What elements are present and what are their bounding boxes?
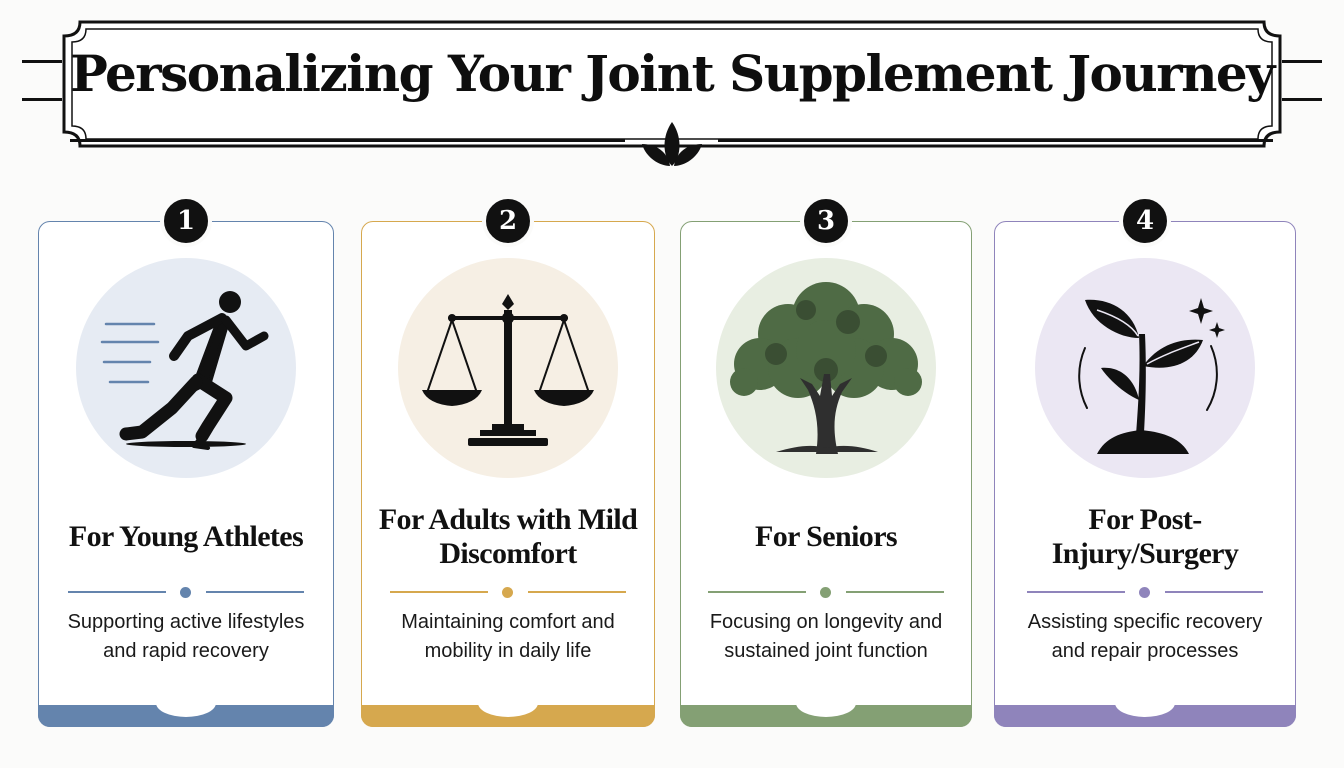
- left-rule-bottom: [22, 98, 62, 101]
- sprouting-plant-icon: [1078, 298, 1225, 454]
- icon-circle: [76, 258, 296, 478]
- card-footer: [361, 703, 655, 727]
- divider: [708, 587, 944, 598]
- step-badge: 1: [160, 195, 212, 247]
- icon-circle: [398, 258, 618, 478]
- leaf-ornament-icon: [78, 118, 706, 175]
- divider: [68, 587, 304, 598]
- icon-circle: [1035, 258, 1255, 478]
- card-title: For Post-Injury/Surgery: [1051, 503, 1239, 570]
- runner-icon: [100, 291, 269, 450]
- card-title: For Seniors: [754, 520, 898, 553]
- left-rule-top: [22, 60, 62, 63]
- card-seniors: 3: [680, 195, 972, 727]
- step-badge: 3: [800, 195, 852, 247]
- icon-circle: [716, 258, 936, 478]
- card-title: For Adults with Mild Discomfort: [378, 503, 638, 570]
- card-post-injury-surgery: 4 For Post-Injury/Surgery Assisting: [994, 195, 1296, 727]
- page-title: Personalizing Your Joint Supplement Jour…: [70, 44, 1275, 103]
- divider: [1027, 587, 1263, 598]
- title-banner: Personalizing Your Joint Supplement Jour…: [62, 20, 1282, 148]
- card-footer: [680, 703, 972, 727]
- center-rule-right: [718, 139, 1273, 142]
- balance-scale-icon: [422, 294, 594, 446]
- card-description: Assisting specific recovery and repair p…: [1027, 611, 1263, 662]
- step-badge: 4: [1119, 195, 1171, 247]
- step-badge: 2: [482, 195, 534, 247]
- card-young-athletes: 1 For Young Athletes: [38, 195, 334, 727]
- card-title: For Young Athletes: [68, 520, 304, 553]
- right-rule-top: [1282, 60, 1322, 63]
- center-rule-left: [70, 139, 625, 142]
- card-footer: [38, 703, 334, 727]
- divider: [390, 587, 626, 598]
- card-adults-mild-discomfort: 2 For Adults with Mild Discomfort: [361, 195, 655, 727]
- card-description: Supporting active lifestyles and rapid r…: [67, 611, 305, 662]
- card-description: Maintaining comfort and mobility in dail…: [401, 611, 615, 662]
- card-footer: [994, 703, 1296, 727]
- card-description: Focusing on longevity and sustained join…: [709, 611, 943, 662]
- oak-tree-icon: [730, 282, 922, 454]
- right-rule-bottom: [1282, 98, 1322, 101]
